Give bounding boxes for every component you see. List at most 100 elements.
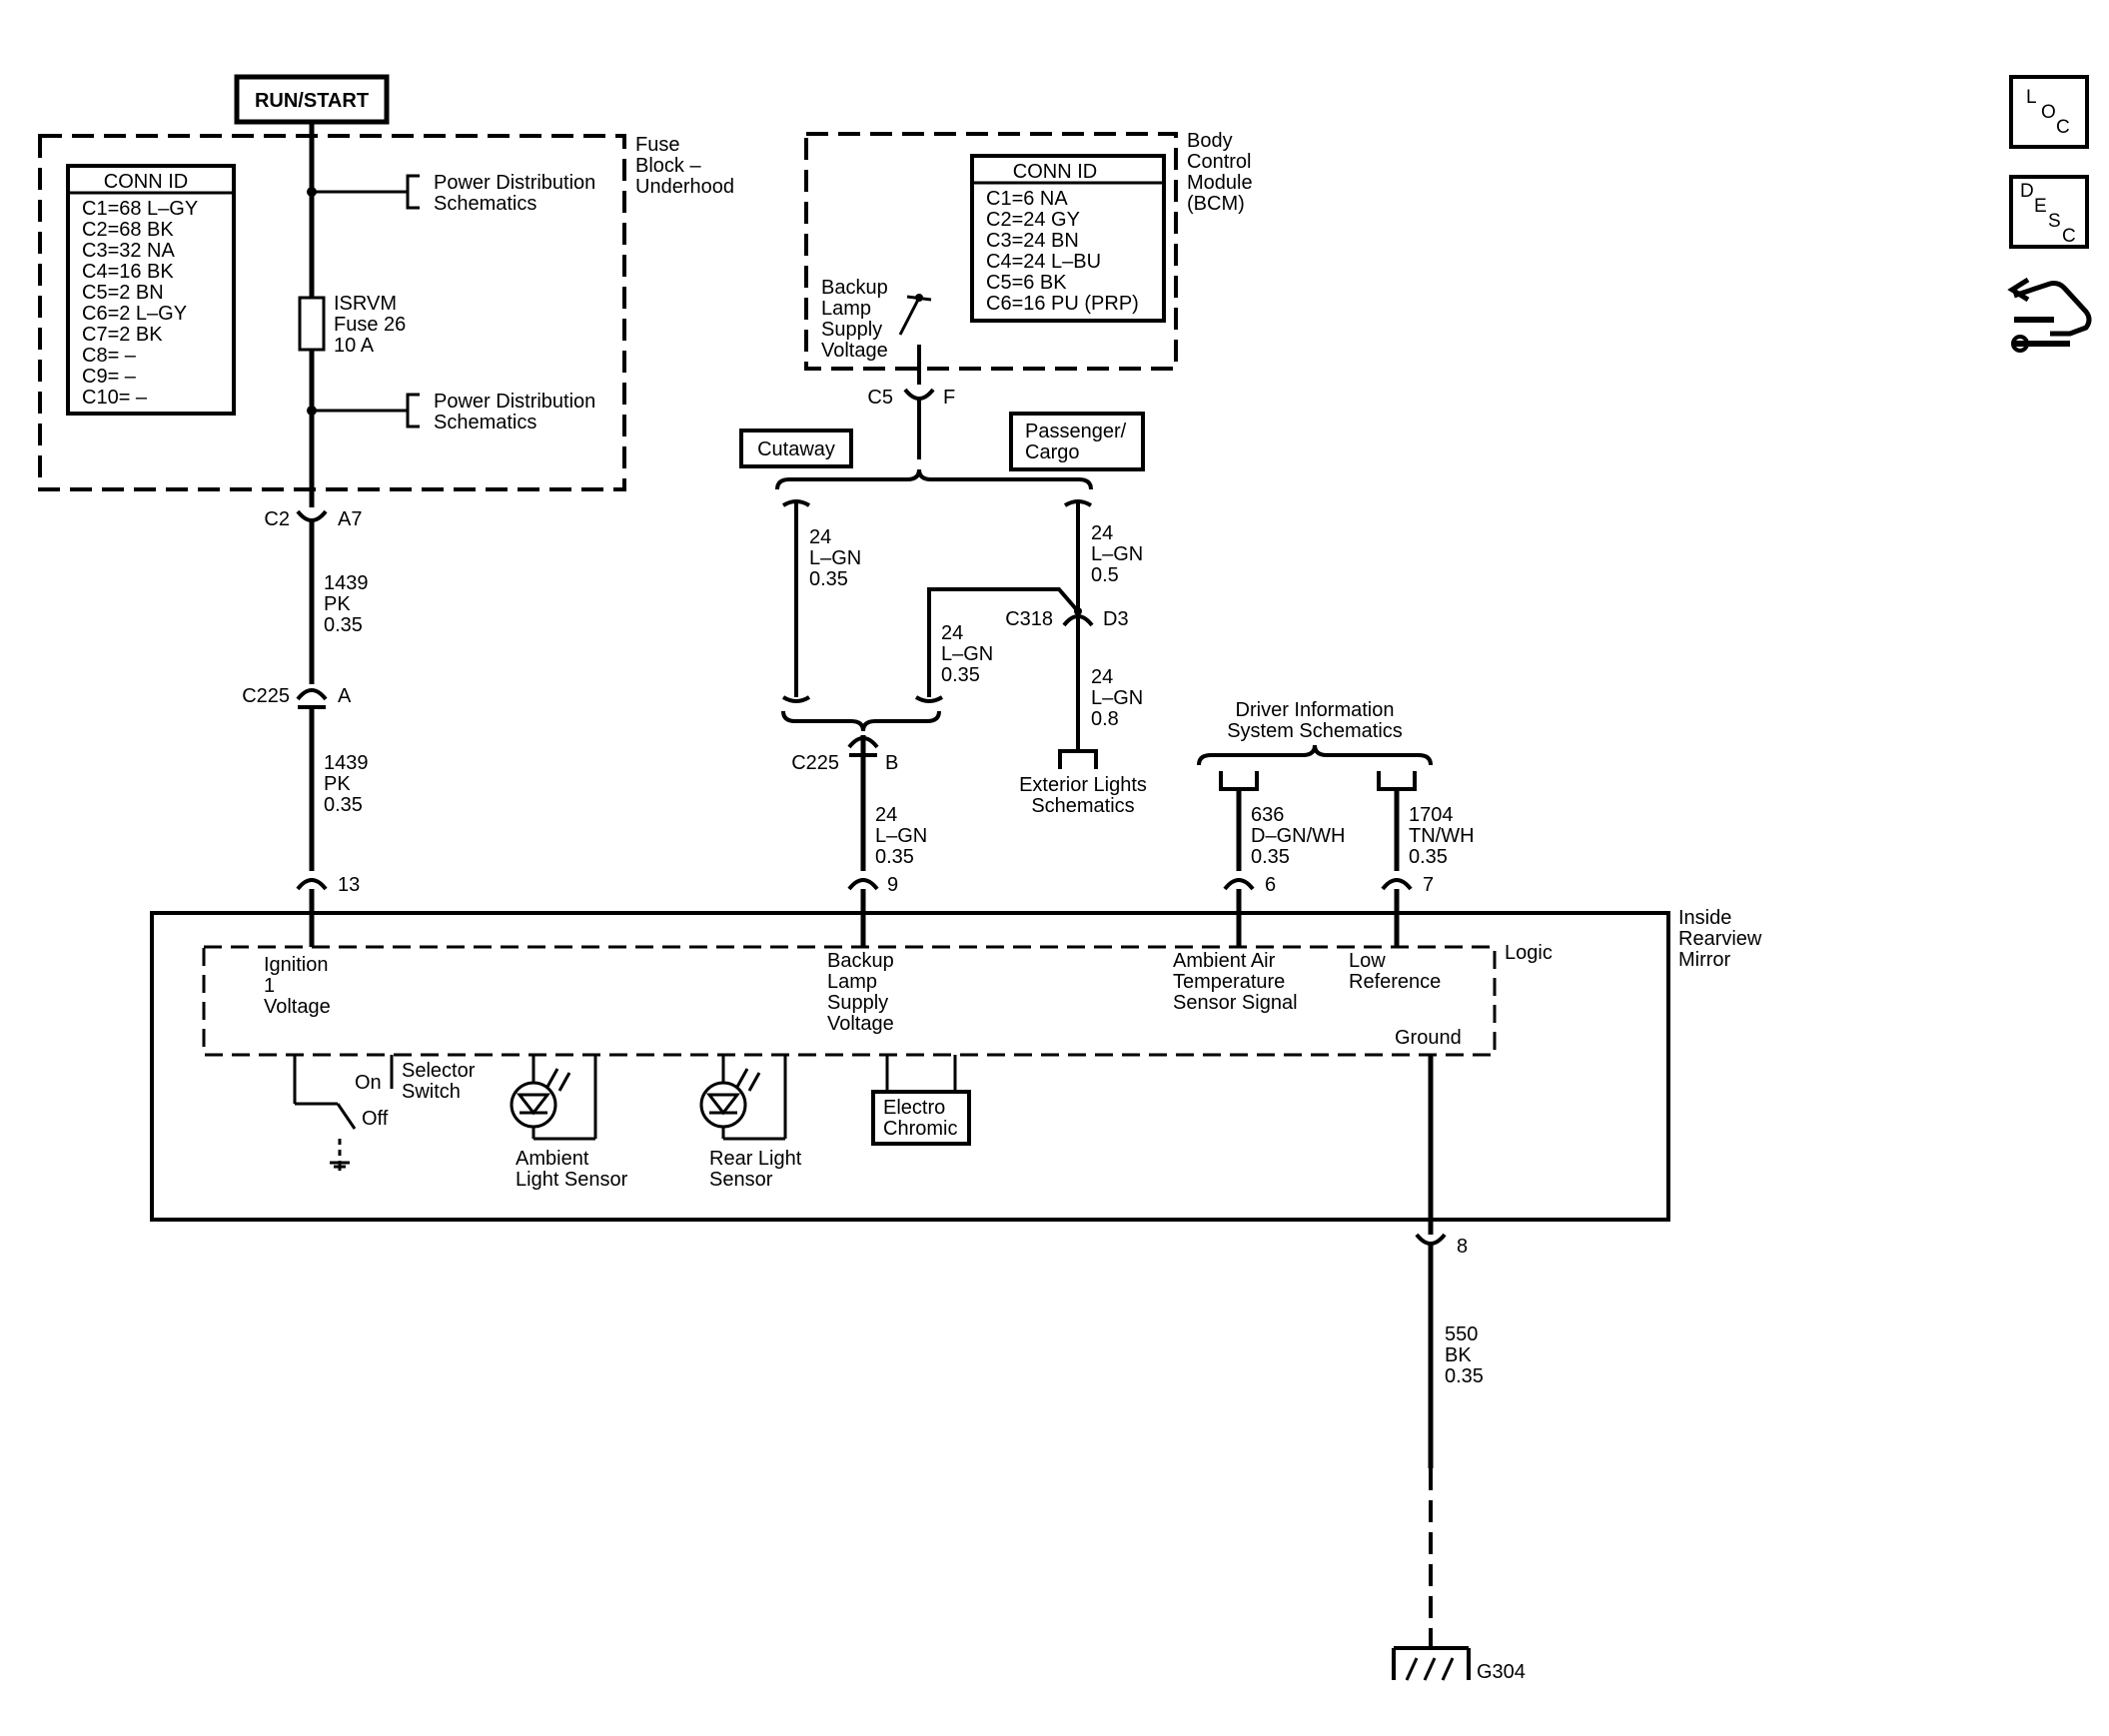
conn-row: C3=32 NA [82, 240, 175, 262]
conn-row: C7=2 BK [82, 324, 163, 346]
svg-text:C5: C5 [867, 387, 893, 409]
svg-text:O: O [2041, 102, 2056, 123]
svg-text:A: A [338, 685, 352, 707]
svg-text:Light Sensor: Light Sensor [516, 1169, 628, 1191]
svg-text:Ambient: Ambient [516, 1148, 589, 1170]
connector-c318 [1062, 614, 1094, 627]
ground-label: G304 [1477, 1661, 1526, 1683]
conn-row: C1=68 L–GY [82, 198, 198, 220]
wire-1439-bot-1: 1439 [324, 752, 369, 774]
bcm-conn-rows: C1=6 NA C2=24 GY C3=24 BN C4=24 L–BU C5=… [986, 188, 1139, 315]
wire-1439-top-2: PK [324, 593, 351, 615]
conn-row: C10= – [82, 387, 148, 409]
conn-row: C9= – [82, 366, 137, 388]
conn-row: C2=68 BK [82, 219, 174, 241]
svg-text:C318: C318 [1005, 608, 1053, 630]
logic-label: Logic [1505, 942, 1553, 964]
svg-text:(BCM): (BCM) [1187, 193, 1245, 215]
svg-text:Selector: Selector [402, 1060, 476, 1082]
svg-text:Voltage: Voltage [827, 1013, 894, 1035]
svg-text:0.35: 0.35 [1409, 846, 1448, 868]
connector-c225-a [296, 688, 328, 701]
svg-text:Chromic: Chromic [883, 1118, 957, 1140]
svg-text:Supply: Supply [827, 992, 888, 1014]
svg-text:6: 6 [1265, 874, 1276, 896]
dis-ref-1: Driver Information [1236, 699, 1395, 721]
fuse-block-conn-id-table [66, 164, 236, 416]
svg-text:Rear Light: Rear Light [709, 1148, 802, 1170]
switch-on-label: On [355, 1072, 382, 1094]
svg-text:L–GN: L–GN [1091, 687, 1143, 709]
desc-button[interactable]: D E S C [2009, 175, 2089, 249]
svg-text:Ambient Air: Ambient Air [1173, 950, 1276, 972]
conn-row: C4=24 L–BU [986, 251, 1101, 273]
svg-text:550: 550 [1445, 1323, 1478, 1345]
svg-text:Passenger/: Passenger/ [1025, 421, 1127, 442]
svg-text:Switch: Switch [402, 1081, 461, 1103]
option-cutaway-box [739, 429, 853, 468]
svg-text:L–GN: L–GN [875, 825, 927, 847]
svg-text:24: 24 [941, 622, 963, 644]
conn-row: C5=2 BN [82, 282, 164, 304]
svg-text:1704: 1704 [1409, 804, 1454, 826]
svg-text:D–GN/WH: D–GN/WH [1251, 825, 1345, 847]
fuse-label-2: Fuse 26 [334, 314, 406, 336]
svg-text:Ground: Ground [1395, 1027, 1462, 1049]
svg-text:Control: Control [1187, 151, 1251, 173]
svg-text:L: L [2026, 87, 2037, 108]
svg-text:C: C [2062, 226, 2076, 247]
bcm-boundary [804, 132, 1178, 371]
svg-text:Sensor: Sensor [709, 1169, 773, 1191]
exterior-lights-ref-1: Exterior Lights [1019, 774, 1147, 796]
option-brace-bottom [781, 710, 941, 732]
run-start-label: RUN/START [255, 90, 369, 112]
ambient-light-sensor [510, 1055, 597, 1141]
svg-text:9: 9 [887, 874, 898, 896]
bcm-name: Body Control Module (BCM) [1187, 130, 1253, 215]
svg-text:Voltage: Voltage [821, 340, 888, 362]
connector-pin-13 [296, 878, 328, 891]
fuse-block-name: Fuse Block – Underhood [635, 134, 734, 198]
connector-pin-6 [1223, 878, 1255, 891]
svg-text:TN/WH: TN/WH [1409, 825, 1475, 847]
loc-button[interactable]: L O C [2009, 75, 2089, 149]
svg-text:C: C [2056, 117, 2070, 138]
inside-rearview-mirror-box [150, 911, 1670, 1222]
svg-text:Reference: Reference [1349, 971, 1441, 993]
svg-text:L–GN: L–GN [941, 643, 993, 665]
pd-ref-1-line1: Power Distribution [434, 172, 595, 194]
conn-row: C5=6 BK [986, 272, 1067, 294]
svg-text:Lamp: Lamp [821, 298, 871, 320]
mirror-name-2: Rearview [1678, 928, 1762, 950]
svg-text:E: E [2034, 196, 2047, 217]
conn-row: C6=16 PU (PRP) [986, 293, 1139, 315]
svg-text:636: 636 [1251, 804, 1284, 826]
pd-ref-1-line2: Schematics [434, 193, 536, 215]
wire-1439-top-3: 0.35 [324, 614, 363, 636]
mirror-name-1: Inside [1678, 907, 1731, 929]
svg-text:Lamp: Lamp [827, 971, 877, 993]
svg-text:Cargo: Cargo [1025, 441, 1079, 463]
mirror-name-3: Mirror [1678, 949, 1731, 971]
dis-brace [1197, 744, 1433, 766]
svg-text:F: F [943, 387, 955, 409]
option-brace-top [775, 468, 1093, 490]
isrvm-fuse-symbol [298, 296, 326, 352]
conn-row: C4=16 BK [82, 261, 174, 283]
wire-jumper [927, 587, 1080, 697]
exterior-lights-bracket [1058, 749, 1098, 769]
conn-row: C1=6 NA [986, 188, 1068, 210]
fuse-label-3: 10 A [334, 335, 375, 357]
svg-text:Underhood: Underhood [635, 176, 734, 198]
svg-text:0.35: 0.35 [941, 664, 980, 686]
wrench-hand-icon[interactable] [2007, 277, 2092, 353]
svg-text:Electro: Electro [883, 1097, 945, 1119]
svg-text:L–GN: L–GN [809, 547, 861, 569]
svg-text:7: 7 [1423, 874, 1434, 896]
connector-pin-7 [1381, 878, 1413, 891]
connector-c2 [296, 509, 328, 522]
svg-text:C2: C2 [264, 508, 290, 530]
electro-chromic-box [871, 1090, 971, 1146]
option-passenger-cargo-box [1009, 412, 1145, 471]
svg-text:B: B [885, 752, 898, 774]
